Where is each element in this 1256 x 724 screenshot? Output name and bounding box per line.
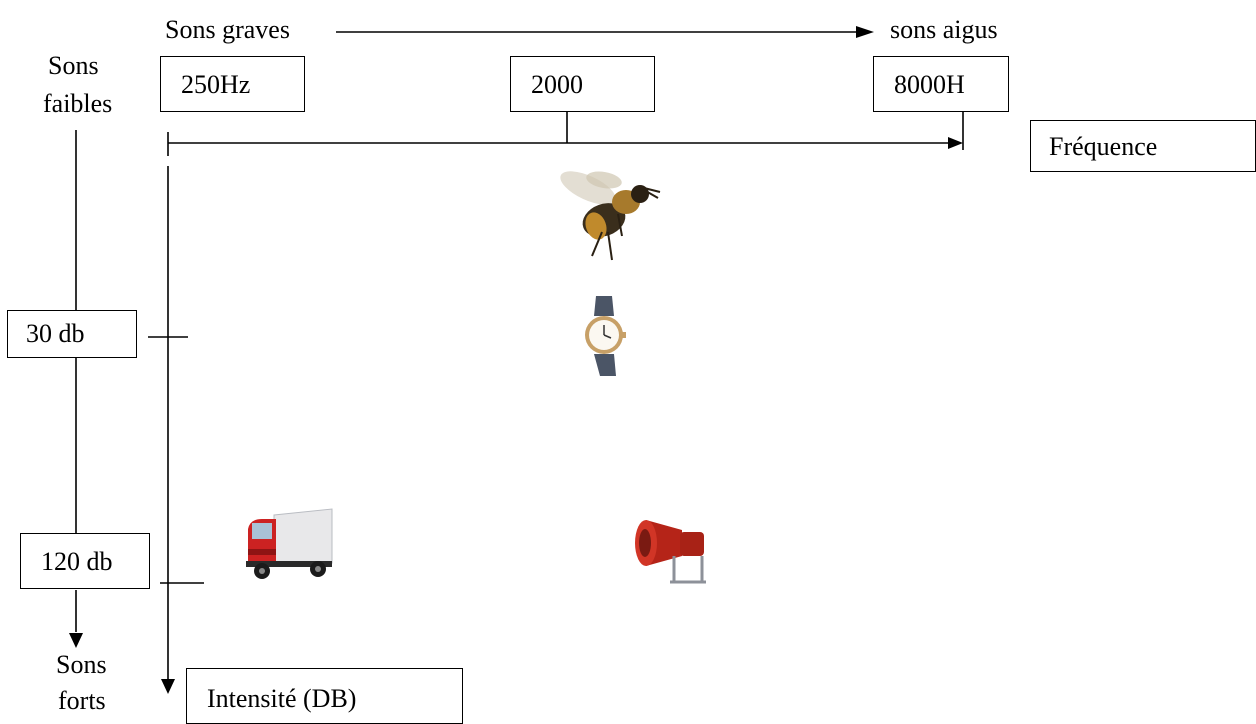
freq-tick-box-250: 250Hz — [160, 56, 305, 112]
sons-faibles-label-line2: faibles — [43, 89, 113, 118]
frequence-axis-label-box: Fréquence — [1030, 120, 1256, 172]
intensity-tick-box-30: 30 db — [7, 310, 137, 358]
freq-tick-label-250: 250Hz — [181, 70, 251, 99]
wristwatch-icon — [585, 296, 626, 376]
intensity-axis-label-box: Intensité (DB) — [186, 668, 463, 724]
freq-tick-label-2000: 2000 — [531, 70, 583, 99]
freq-tick-box-2000: 2000 — [510, 56, 655, 112]
intensity-tick-box-120: 120 db — [20, 533, 150, 589]
frequence-axis-label: Fréquence — [1049, 132, 1158, 161]
intensity-tick-label-120: 120 db — [41, 547, 113, 576]
sons-aigus-label: sons aigus — [890, 15, 998, 44]
sons-graves-label: Sons graves — [165, 15, 290, 44]
siren-horn-icon — [635, 520, 706, 584]
sons-forts-label-line1: Sons — [56, 650, 107, 679]
sons-forts-label-line2: forts — [58, 686, 106, 715]
sons-faibles-label-line1: Sons — [48, 51, 99, 80]
freq-tick-label-8000: 8000H — [894, 70, 965, 99]
truck-icon — [246, 508, 333, 579]
intensity-tick-label-30: 30 db — [26, 319, 85, 348]
freq-tick-box-8000: 8000H — [873, 56, 1009, 112]
bee-icon — [560, 171, 661, 261]
intensity-axis-label: Intensité (DB) — [207, 684, 357, 713]
